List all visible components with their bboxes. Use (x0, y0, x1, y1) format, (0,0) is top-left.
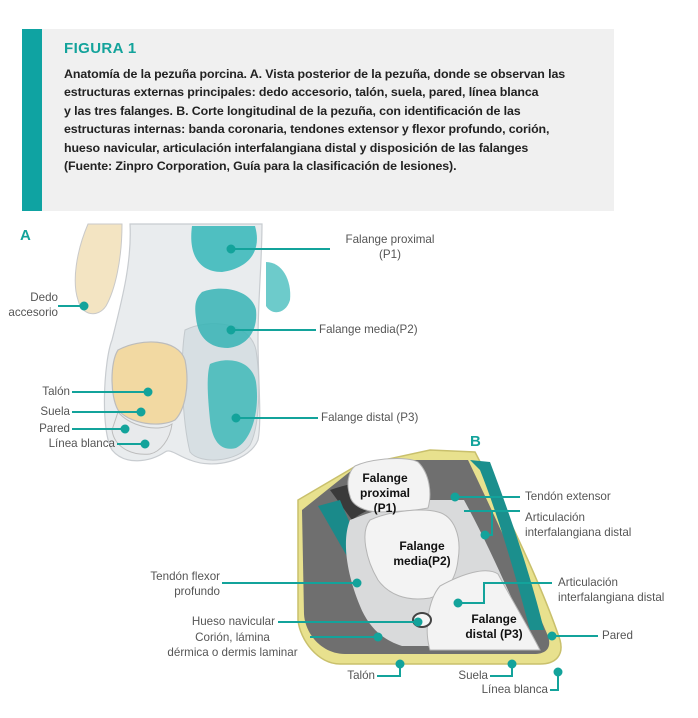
figure-caption: Anatomía de la pezuña porcina. A. Vista … (64, 65, 609, 175)
label-falange-proximal: Falange proximal (P1) (340, 233, 440, 262)
label-line: distal (P3) (465, 627, 523, 641)
panel-b-leaders (222, 492, 598, 691)
caption-line: estructuras externas principales: dedo a… (64, 85, 539, 100)
label-line: interfalangiana distal (525, 525, 632, 539)
label-line: interfalangiana distal (558, 590, 665, 604)
label-suela-b: Suela (458, 669, 488, 682)
label-line: dérmica o dermis laminar (167, 645, 298, 659)
label-line: Falange proximal (345, 233, 435, 246)
label-line: (P1) (373, 501, 397, 515)
label-line: Falange (471, 612, 517, 626)
label-hueso-navicular: Hueso navicular (191, 615, 275, 628)
label-suela-a: Suela (40, 405, 70, 418)
label-line: Corión, lámina (195, 631, 270, 644)
caption-box (22, 29, 614, 211)
label-linea-blanca-b: Línea blanca (481, 683, 548, 696)
label-line: accesorio (8, 305, 58, 319)
panel-a-leaders (58, 244, 330, 449)
panel-a-drawing (74, 223, 291, 465)
label-inner-p2: Falange media(P2) (387, 539, 457, 569)
caption-line: y las tres falanges. B. Corte longitudin… (64, 103, 521, 118)
label-line: Dedo (30, 291, 58, 304)
label-inner-p3: Falange distal (P3) (458, 612, 530, 642)
label-line: (P1) (379, 247, 401, 261)
label-line: profundo (174, 584, 220, 598)
label-line: Falange (362, 471, 408, 485)
label-corion: Corión, lámina dérmica o dermis laminar (160, 631, 305, 660)
label-articulacion-1: Articulación interfalangiana distal (525, 511, 631, 540)
label-falange-media: Falange media(P2) (319, 323, 418, 336)
label-tendon-extensor: Tendón extensor (525, 490, 611, 503)
label-tendon-flexor: Tendón flexor profundo (140, 570, 220, 599)
label-dedo-accesorio: Dedo accesorio (4, 291, 58, 320)
label-pared-a: Pared (39, 422, 70, 435)
label-line: media(P2) (393, 554, 451, 568)
caption-line: estructuras internas: banda coronaria, t… (64, 122, 550, 137)
label-articulacion-2: Articulación interfalangiana distal (558, 576, 664, 605)
label-pared-b: Pared (602, 629, 633, 642)
label-line: Tendón flexor (150, 570, 220, 583)
label-line: Articulación (558, 576, 618, 589)
label-inner-p1: Falange proximal (P1) (355, 471, 415, 516)
caption-line: hueso navicular, articulación interfalan… (64, 140, 529, 155)
label-talon-b: Talón (347, 669, 375, 682)
panel-a-letter: A (20, 227, 31, 244)
label-talon-a: Talón (42, 385, 70, 398)
caption-line: Anatomía de la pezuña porcina. A. Vista … (64, 67, 566, 81)
caption-line: (Fuente: Zinpro Corporation, Guía para l… (64, 159, 457, 174)
label-linea-blanca-a: Línea blanca (48, 437, 115, 450)
label-line: proximal (359, 486, 410, 500)
figure-title: FIGURA 1 (64, 40, 137, 57)
caption-accent-bar (22, 29, 42, 211)
label-falange-distal: Falange distal (P3) (321, 411, 419, 424)
label-line: Articulación (525, 511, 585, 524)
panel-b-letter: B (470, 433, 481, 450)
label-line: Falange (399, 539, 445, 553)
